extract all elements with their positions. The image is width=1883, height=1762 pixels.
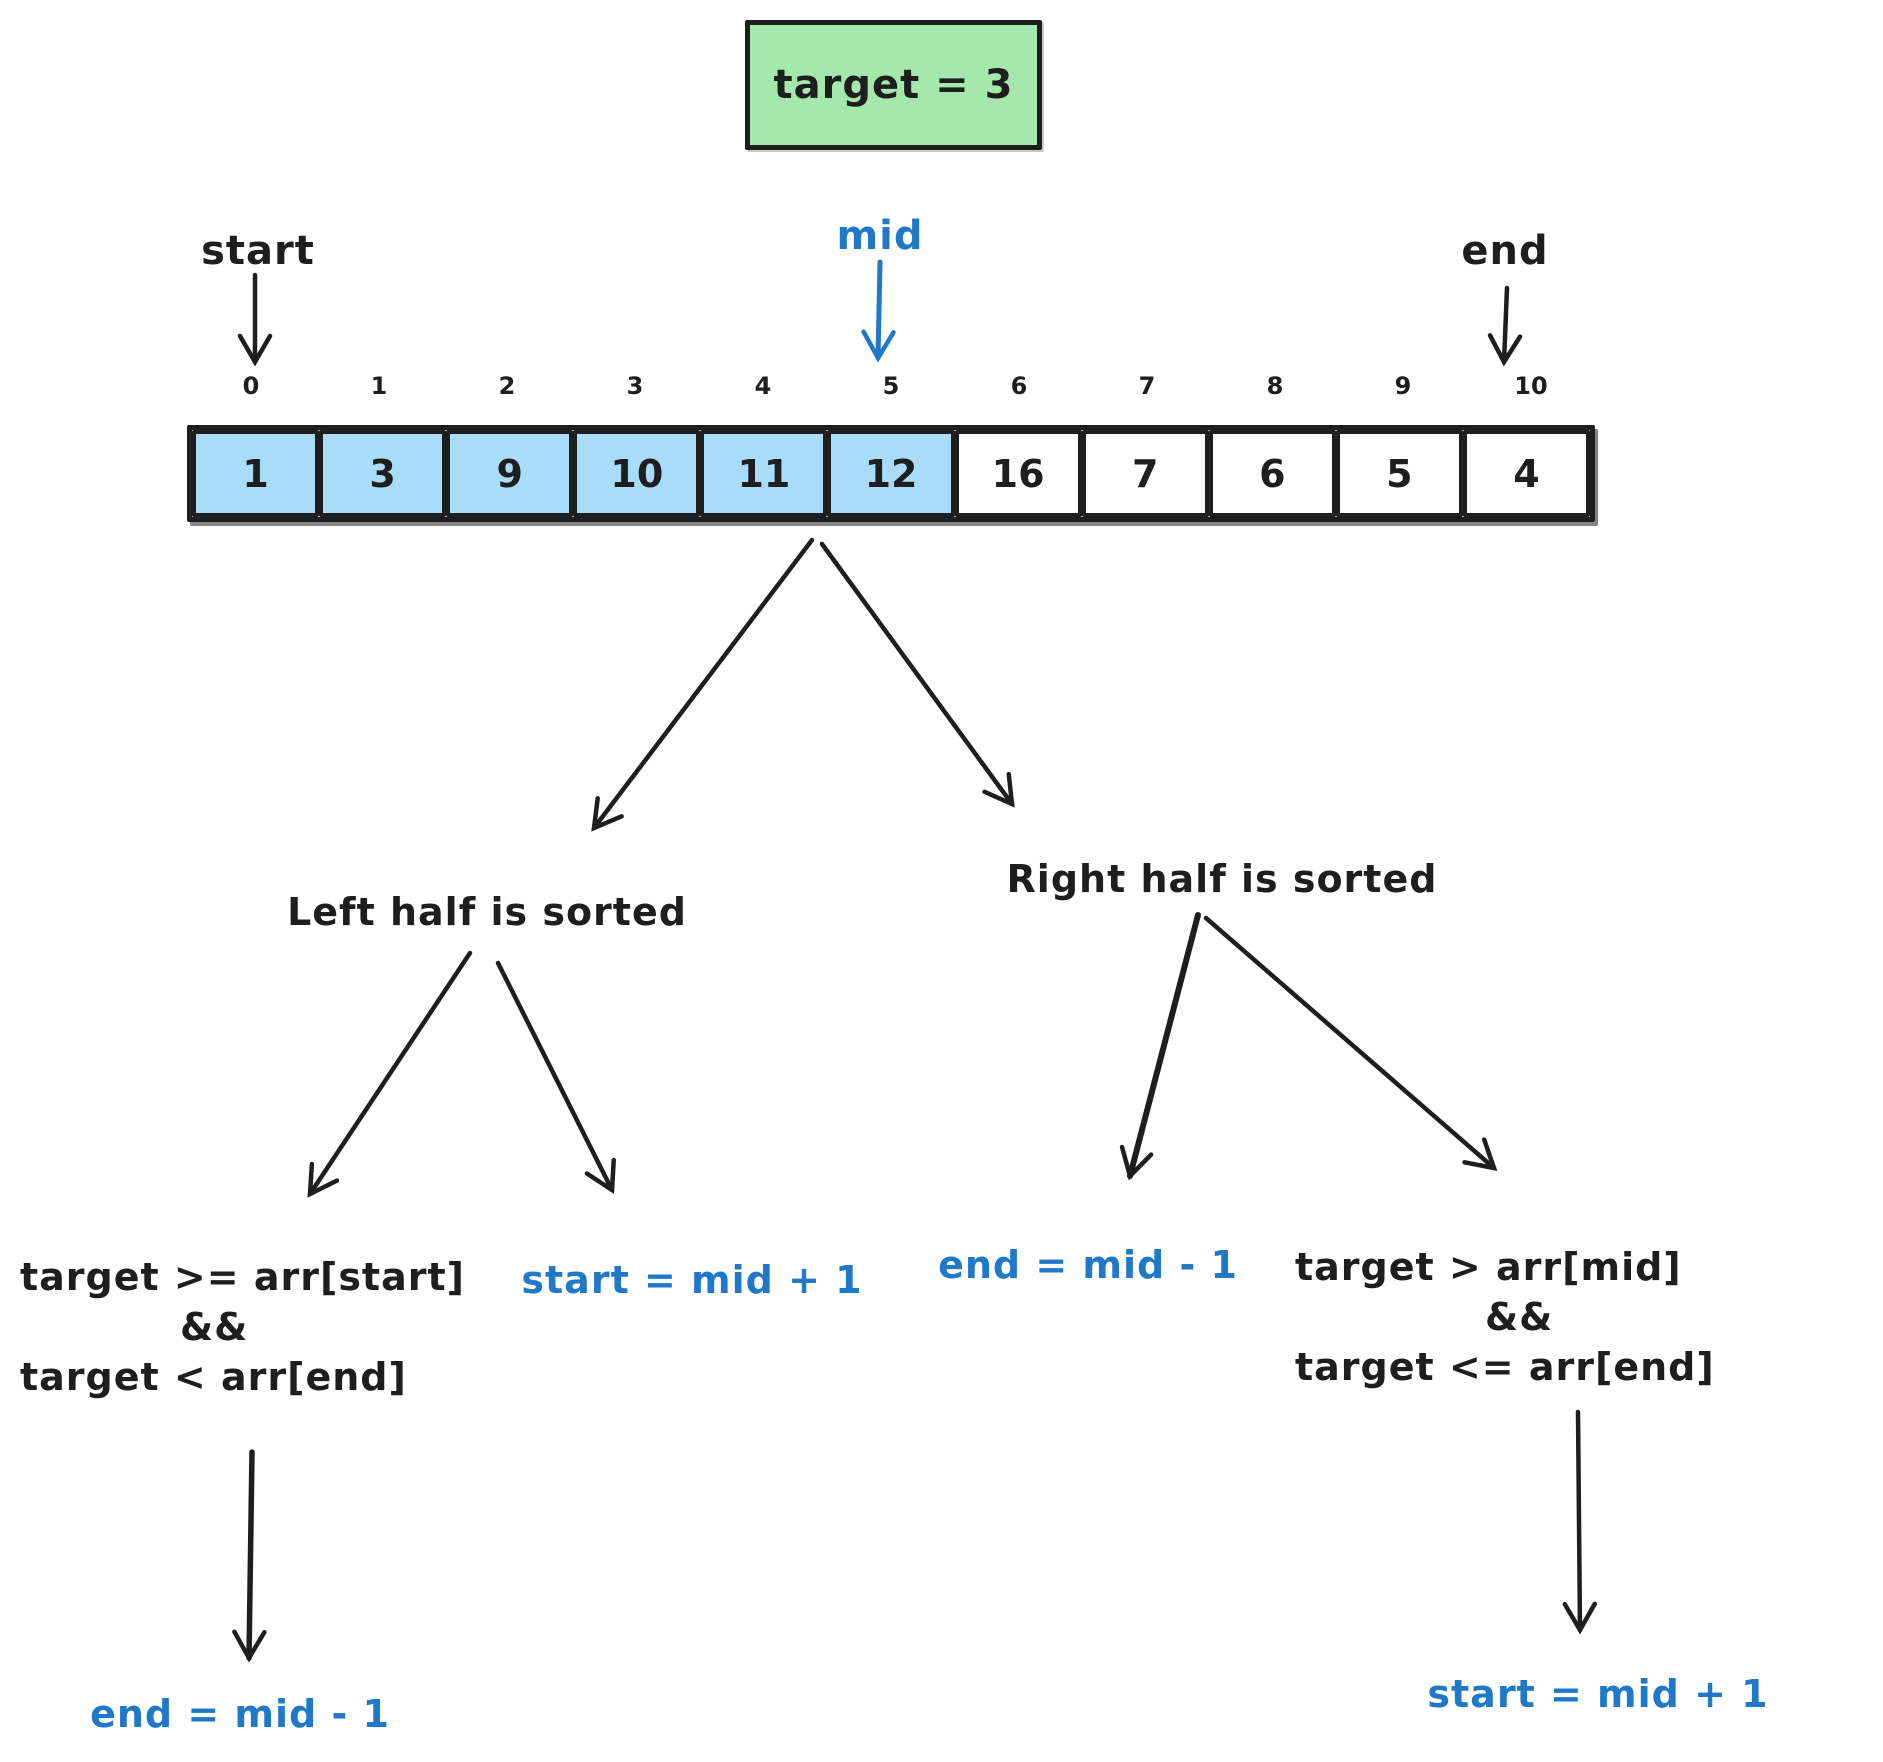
array-cell: 7 [1081, 430, 1209, 517]
array-strip: 1 3 9 10 11 12 16 7 6 5 4 [187, 425, 1595, 522]
right-branch-title: Right half is sorted [1006, 857, 1438, 901]
left-condition-line3: target < arr[end] [20, 1355, 407, 1399]
right-branch-right-arrow [1203, 915, 1498, 1171]
array-cell: 10 [573, 430, 701, 517]
array-index-row: 0 1 2 3 4 5 6 7 8 9 10 [187, 372, 1595, 400]
target-value-box: target = 3 [745, 20, 1042, 150]
cell-value: 1 [242, 451, 269, 496]
left-condition-line1: target >= arr[start] [20, 1255, 466, 1299]
and-operator: && [1485, 1295, 1554, 1339]
array-cell: 5 [1335, 430, 1463, 517]
array-cell: 11 [700, 430, 828, 517]
array-cell: 16 [954, 430, 1082, 517]
index-label: 1 [370, 372, 388, 400]
cell-value: 6 [1259, 451, 1286, 496]
array-cell: 1 [192, 430, 320, 517]
left-else-action: start = mid + 1 [521, 1258, 863, 1302]
left-condition-block: target >= arr[start] && target < arr[end… [20, 1252, 465, 1402]
end-pointer-arrow [1487, 285, 1523, 367]
cell-value: 4 [1513, 451, 1540, 496]
index-label: 10 [1514, 372, 1548, 400]
cell-value: 16 [991, 451, 1045, 496]
target-value-text: target = 3 [773, 62, 1014, 108]
left-branch-title: Left half is sorted [287, 890, 687, 934]
cell-value: 9 [496, 451, 523, 496]
cell-value: 5 [1386, 451, 1413, 496]
array-cell: 9 [446, 430, 574, 517]
split-left-arrow [591, 537, 815, 832]
index-label: 5 [882, 372, 900, 400]
right-else-action: start = mid + 1 [1427, 1672, 1769, 1716]
mid-pointer-label: mid [836, 213, 924, 259]
right-condition-block: target > arr[mid] && target <= arr[end] [1295, 1242, 1715, 1392]
array-cell: 12 [827, 430, 955, 517]
right-branch-left-arrow [1119, 912, 1201, 1181]
right-condition-line1: target > arr[mid] [1295, 1245, 1682, 1289]
mid-pointer-arrow [861, 259, 896, 363]
right-if-action: end = mid - 1 [938, 1243, 1238, 1287]
split-right-arrow [819, 541, 1015, 808]
and-operator: && [180, 1305, 249, 1349]
start-pointer-label: start [201, 228, 315, 274]
end-pointer-label: end [1461, 228, 1549, 274]
array-cell: 6 [1208, 430, 1336, 517]
left-branch-left-arrow [307, 950, 473, 1198]
index-label: 3 [626, 372, 644, 400]
cell-value: 10 [610, 451, 664, 496]
left-branch-right-arrow [495, 960, 616, 1195]
array-cell: 3 [319, 430, 447, 517]
index-label: 8 [1266, 372, 1284, 400]
cell-value: 7 [1131, 451, 1159, 496]
index-label: 6 [1010, 372, 1028, 400]
index-label: 9 [1394, 372, 1412, 400]
left-if-action: end = mid - 1 [90, 1692, 390, 1736]
index-label: 7 [1138, 372, 1156, 400]
right-else-arrow [1562, 1409, 1598, 1635]
index-label: 0 [242, 372, 260, 400]
cell-value: 12 [864, 451, 918, 496]
right-condition-line3: target <= arr[end] [1295, 1345, 1715, 1389]
array-cell: 4 [1462, 430, 1591, 517]
index-label: 2 [498, 372, 516, 400]
left-if-arrow [232, 1449, 267, 1663]
cell-value: 11 [737, 451, 791, 496]
cell-value: 3 [369, 451, 396, 496]
index-label: 4 [754, 372, 772, 400]
